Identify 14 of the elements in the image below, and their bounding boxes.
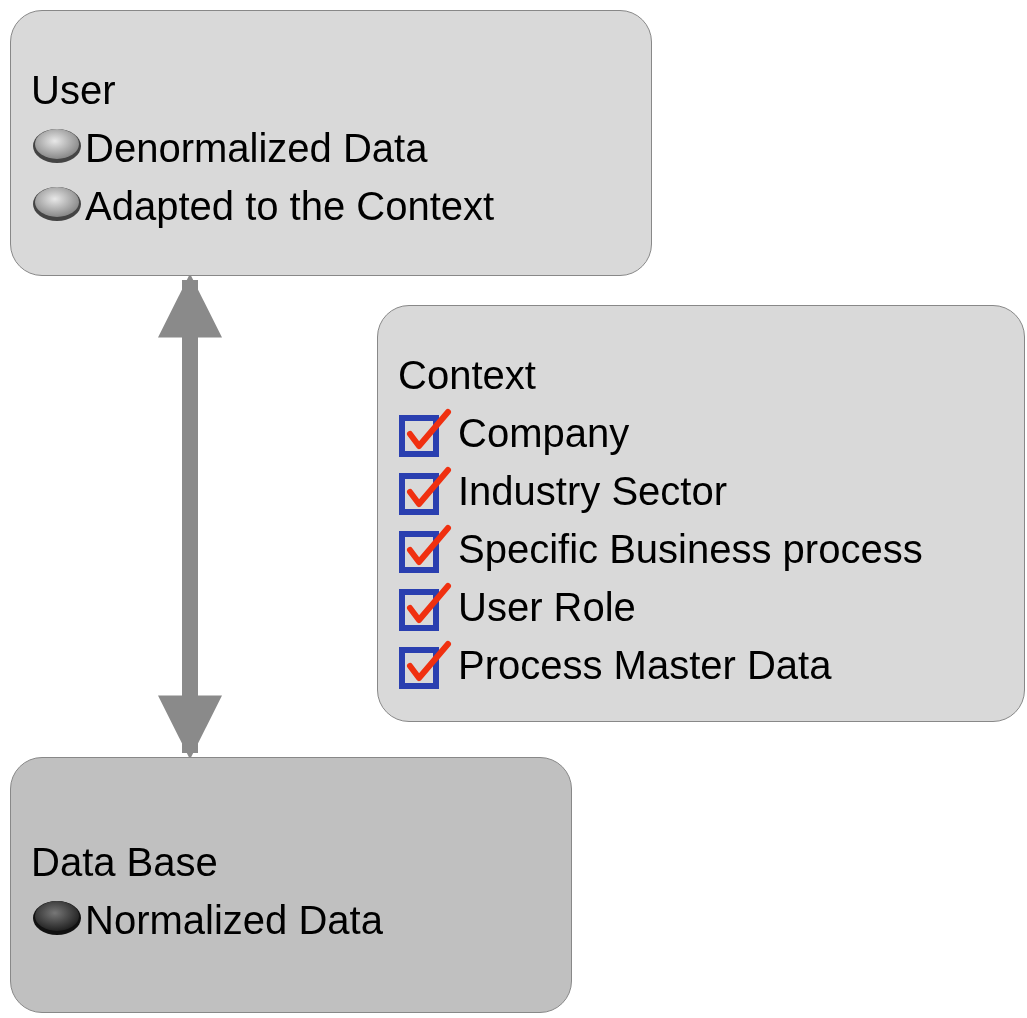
rounded-box bbox=[10, 10, 652, 276]
list-item: Denormalized Data bbox=[85, 125, 428, 171]
list-item: Normalized Data bbox=[85, 897, 383, 943]
rounded-box bbox=[377, 305, 1025, 722]
box-heading: User bbox=[31, 67, 117, 114]
list-item: User Role bbox=[458, 584, 636, 630]
list-item: Adapted to the Context bbox=[85, 183, 495, 229]
rounded-box bbox=[10, 757, 572, 1013]
list-item: Specific Business process bbox=[458, 526, 923, 572]
box-heading: Data Base bbox=[31, 839, 219, 886]
list-item: Process Master Data bbox=[458, 642, 832, 688]
list-item: Company bbox=[458, 410, 630, 456]
box-heading: Context bbox=[398, 352, 537, 399]
list-item: Industry Sector bbox=[458, 468, 727, 514]
